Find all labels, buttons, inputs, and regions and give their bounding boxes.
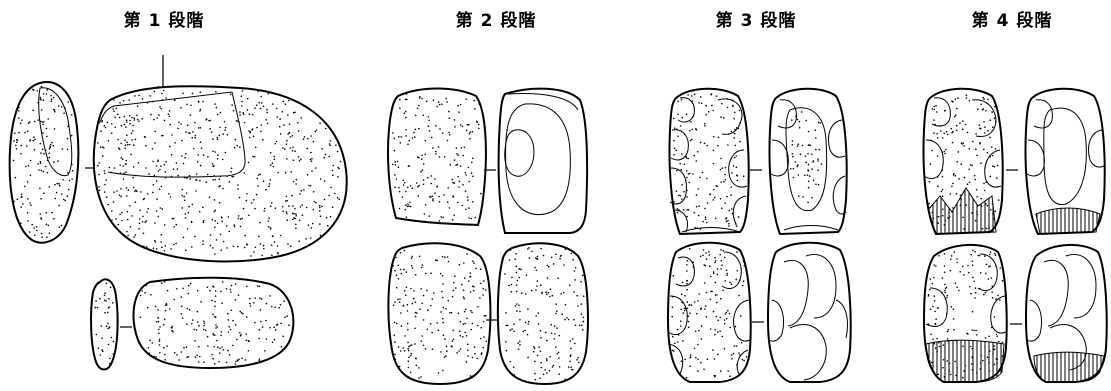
stage1-pebble-side-view [8,81,80,244]
stage4-axe-upper-back [1024,87,1106,236]
stage-4-drawings [922,87,1108,383]
stage3-preform-upper-front [668,87,750,236]
stage-2-title: 第 2 段階 [455,11,537,31]
stage3-preform-lower-front [666,241,752,383]
stage4-axe-upper-front [922,87,1004,236]
stage1-pebble-face-view [92,85,348,263]
stage2-blank-back [496,242,589,386]
stage-3-drawings [666,87,852,383]
stage2-roughout-front [387,87,487,227]
cortex-stipple [12,85,1004,381]
stage2-roughout-back [497,87,589,234]
stage-4-title: 第 4 段階 [971,11,1053,31]
stage4-axe-lower-front [922,243,1008,383]
stage-1-title: 第 1 段階 [123,11,205,31]
stage1-pebble-end-view [132,276,295,370]
stage1-pebble-narrow-view [90,278,119,371]
stage4-axe-lower-back [1024,243,1108,383]
stage3-preform-upper-back [768,87,848,236]
stage-1-drawings [8,55,348,371]
stage-3-title: 第 3 段階 [715,11,797,31]
stage-2-drawings [387,87,589,386]
stage3-preform-lower-back [766,241,852,383]
stage2-blank-front [387,242,492,386]
